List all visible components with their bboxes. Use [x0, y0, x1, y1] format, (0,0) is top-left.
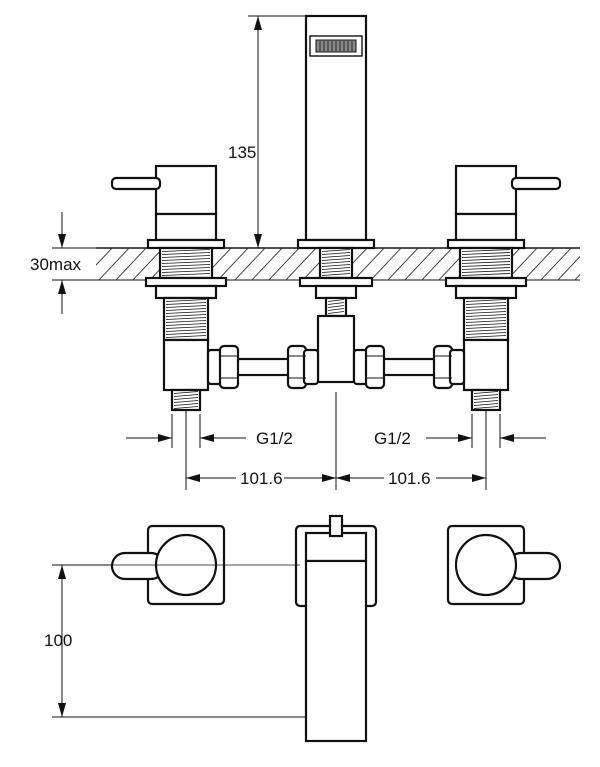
left-shank-thread: [161, 249, 211, 276]
connecting-hoses: [206, 344, 466, 390]
right-spacing-label: 101.6: [388, 469, 431, 488]
dimension-left-thread: G1/2: [126, 414, 293, 448]
spout-height-label: 135: [228, 143, 256, 162]
dimension-deck-thickness: 30max: [30, 212, 96, 314]
deck-thickness-label: 30max: [30, 255, 82, 274]
dimension-spacing: 101.6 101.6: [185, 392, 487, 490]
spout-elevation: [296, 14, 376, 384]
left-valve-elevation: [110, 164, 228, 412]
right-thread-label: G1/2: [374, 429, 411, 448]
left-thread-label: G1/2: [256, 429, 293, 448]
spout-plan: [294, 514, 378, 743]
projection-label: 100: [44, 631, 72, 650]
dimension-spout-height: 135: [228, 15, 306, 248]
right-handle-plan: [446, 524, 562, 606]
aerator: [319, 41, 353, 51]
dimension-right-thread: G1/2: [374, 414, 546, 448]
right-shank-thread: [461, 249, 511, 276]
left-spacing-label: 101.6: [240, 469, 283, 488]
dimension-projection: 100: [44, 564, 306, 718]
plan-view: 100: [44, 514, 562, 743]
